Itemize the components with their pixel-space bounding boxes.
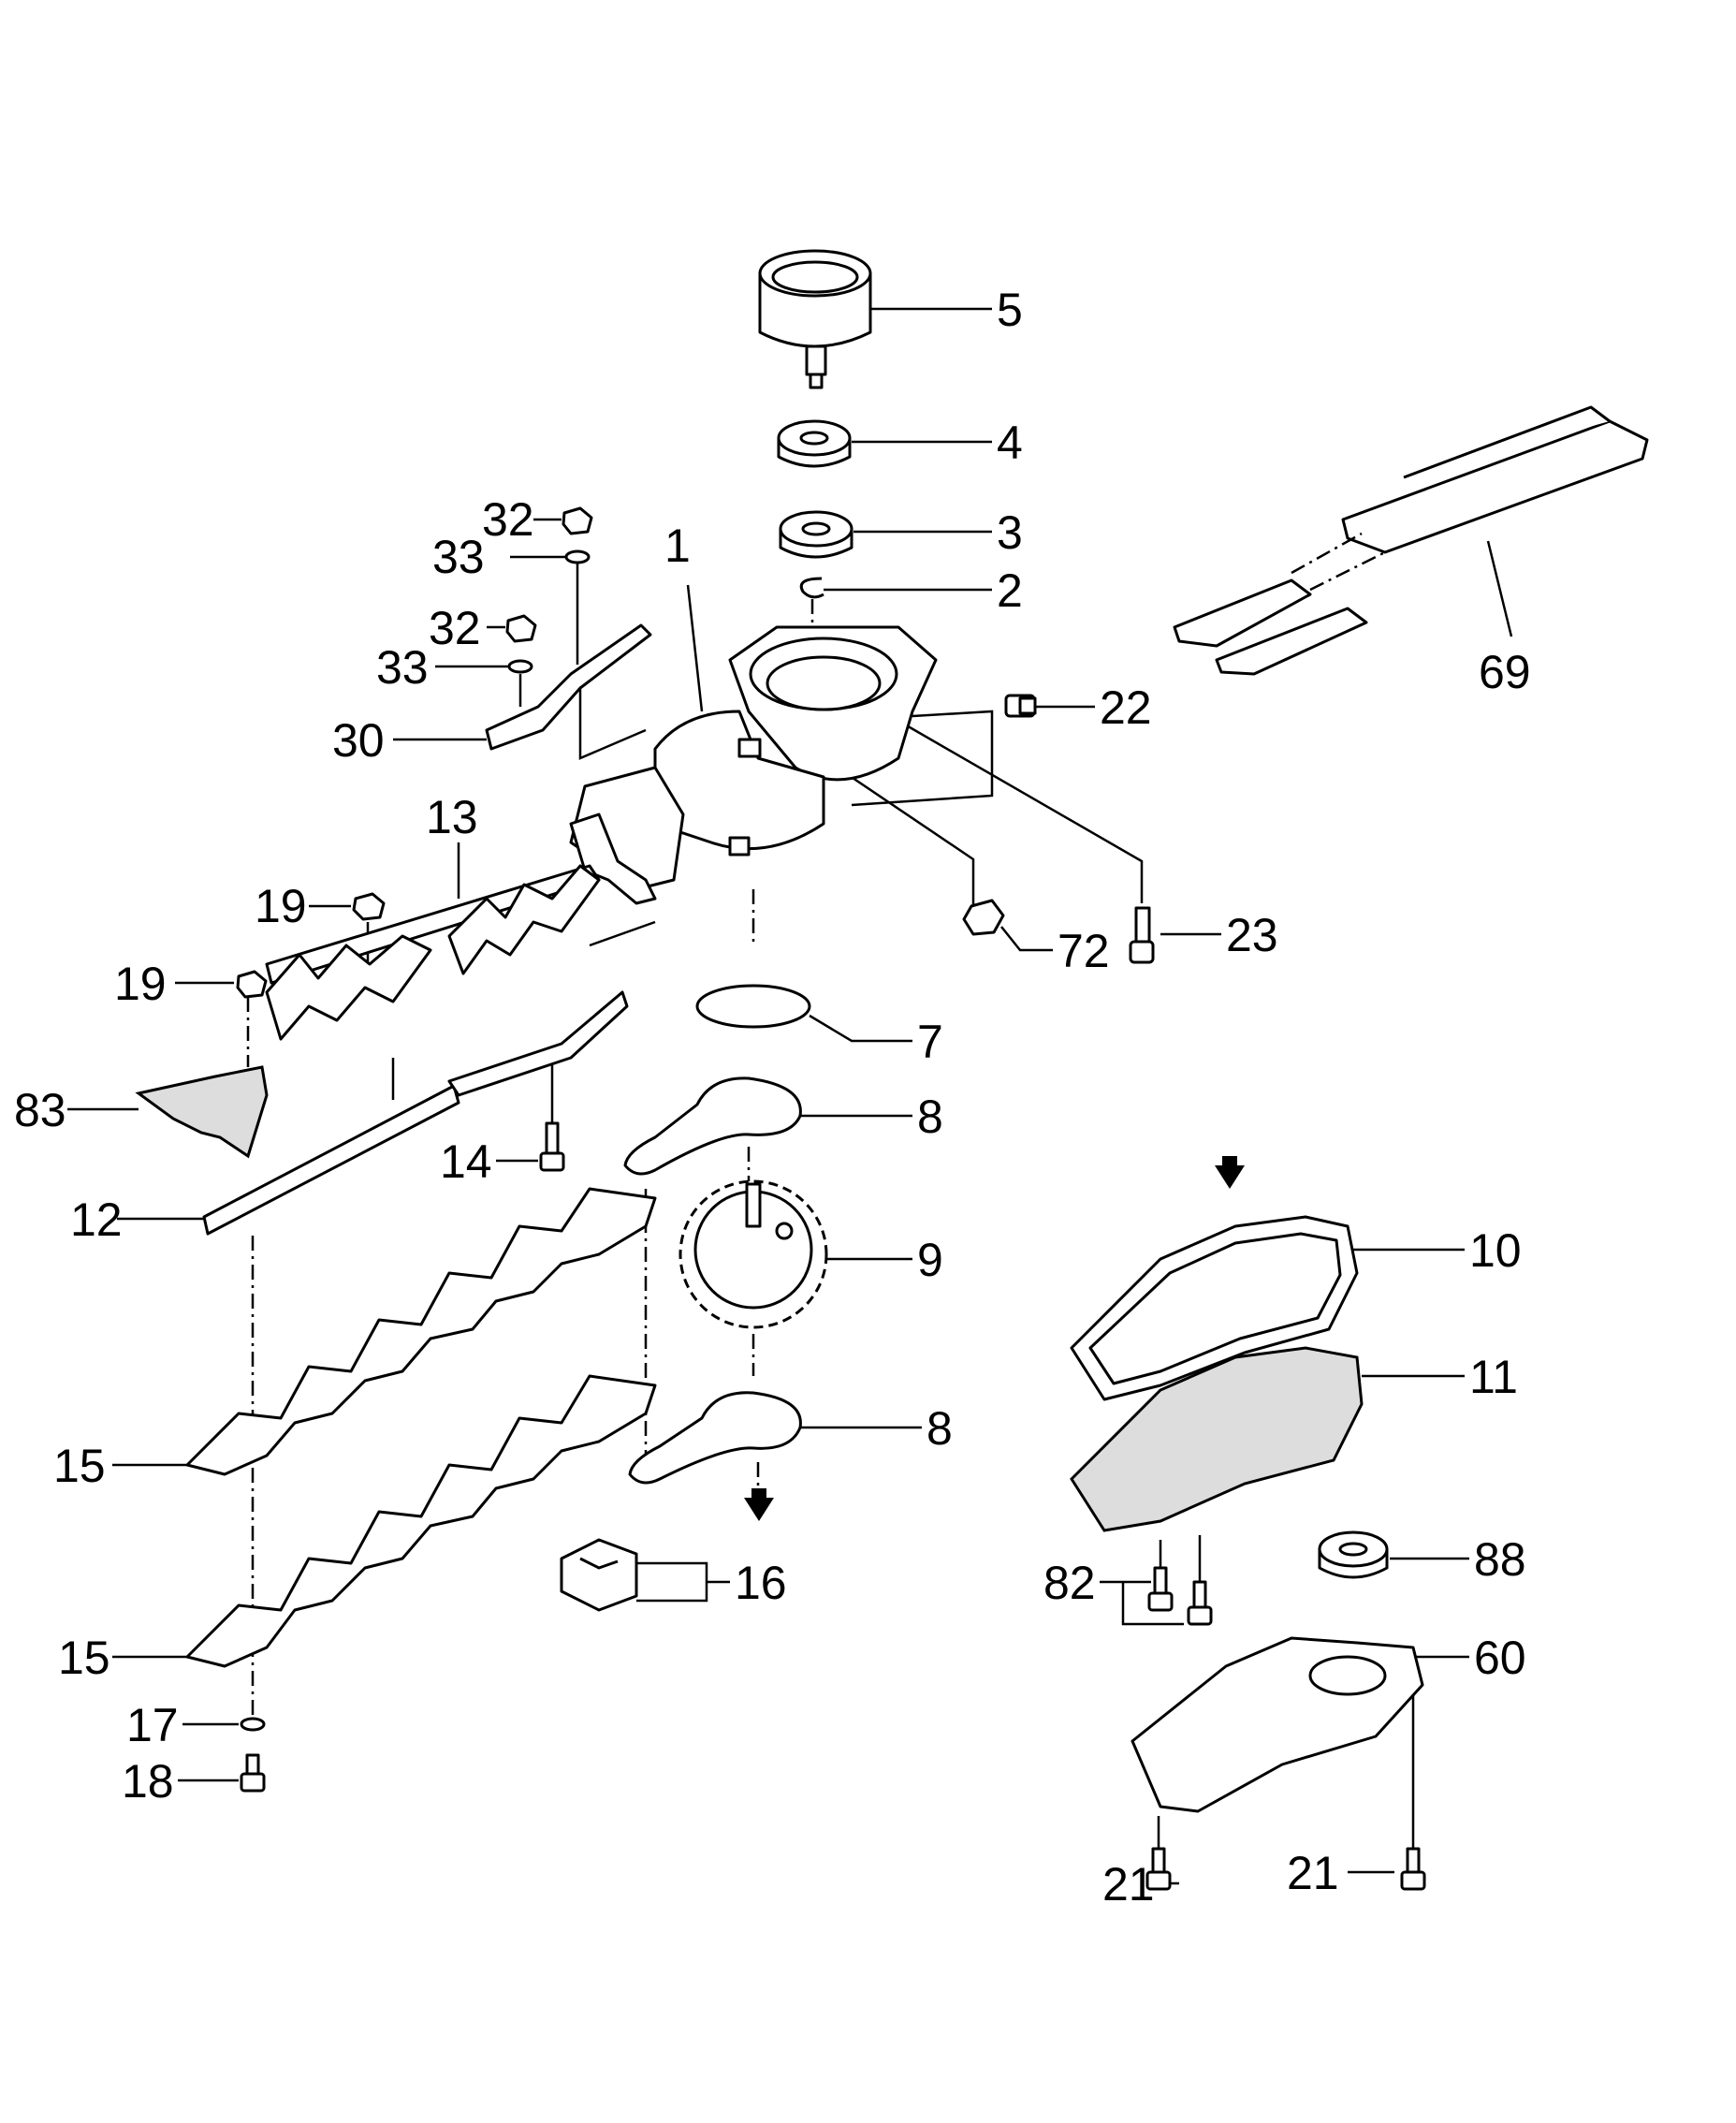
callout-2: 2 [997,564,1023,617]
bolt-18-part [240,1753,266,1793]
nut-19-upper-part [352,892,386,921]
down-arrow-upper [1215,1156,1245,1189]
shim-7-part [695,984,811,1029]
down-arrow-lower [744,1488,774,1521]
nut-32-upper-part [562,506,593,535]
callout-15-upper: 15 [53,1440,106,1492]
washer-33-lower-part [507,659,533,674]
callout-9: 9 [917,1234,943,1286]
callout-19-upper: 19 [255,880,307,932]
crank-plate-upper-part [623,1076,802,1176]
cap-83-part [135,1065,269,1159]
nut-72-part [962,899,1005,936]
callout-5: 5 [997,284,1023,336]
callout-17: 17 [126,1699,179,1751]
cover-plate-11-part [1070,1346,1364,1532]
callout-1: 1 [664,520,691,572]
crank-plate-lower-part [628,1391,802,1485]
nut-32-lower-part [505,614,537,643]
grease-fitting-part [1004,694,1037,718]
blade-guide-30-part [485,623,652,751]
callout-14: 14 [440,1135,492,1188]
spacer-bar-12-part [202,1084,460,1236]
drive-cup-part [758,249,872,389]
callout-19-lower: 19 [114,958,167,1010]
bearing-lower-part [779,510,853,559]
gear-case-part [569,625,938,905]
blade-cover-13-part [265,864,601,1041]
bolt-14-part [539,1121,565,1172]
blade-upper-15-part [185,1187,657,1476]
callout-18: 18 [122,1755,174,1808]
callout-12: 12 [70,1193,123,1246]
callout-8-upper: 8 [917,1091,943,1143]
callout-88: 88 [1474,1533,1526,1586]
callout-3: 3 [997,506,1023,559]
blade-lower-15-part [185,1374,657,1668]
callout-21-right: 21 [1287,1847,1339,1899]
bearing-88-part [1318,1530,1389,1579]
callout-60: 60 [1474,1632,1526,1684]
bolt-23-part [1129,906,1155,964]
lower-case-bore [1308,1655,1387,1696]
bolts-21-part [1145,1847,1426,1891]
circlip-part [799,577,824,599]
washer-33-upper-part [564,549,591,564]
gasket-10-inner [1088,1232,1342,1385]
gear-9-part [678,1179,828,1329]
callout-22: 22 [1100,681,1152,734]
callout-labels: 5 4 3 2 1 32 33 32 33 30 22 69 13 19 19 … [14,284,1531,1911]
callout-11: 11 [1469,1351,1518,1403]
washer-17-part [240,1717,266,1732]
bearing-upper-part [777,419,852,468]
callout-82: 82 [1043,1557,1096,1609]
callout-10: 10 [1469,1224,1522,1277]
callout-21-left: 21 [1102,1858,1155,1911]
callout-69: 69 [1479,646,1531,698]
parts [135,249,1649,1891]
callout-7: 7 [917,1016,943,1068]
callout-4: 4 [997,417,1023,469]
callout-13: 13 [426,791,478,843]
callout-30: 30 [332,714,385,767]
callout-83: 83 [14,1084,66,1136]
callout-33-lower: 33 [376,641,429,694]
callout-32-upper: 32 [482,493,534,546]
callout-15-lower: 15 [58,1632,110,1684]
callout-72: 72 [1058,925,1110,977]
callout-8-lower: 8 [926,1402,953,1455]
callout-23: 23 [1226,909,1278,961]
bolts-82-part [1147,1566,1213,1626]
nut-19-lower-part [236,970,268,999]
callout-32-lower: 32 [429,602,481,654]
blade-covers-69-part [1173,405,1649,676]
callout-33-upper: 33 [432,531,485,583]
bar-14-part [447,990,629,1097]
guide-block-16-part [560,1538,638,1612]
callout-16: 16 [735,1557,787,1609]
